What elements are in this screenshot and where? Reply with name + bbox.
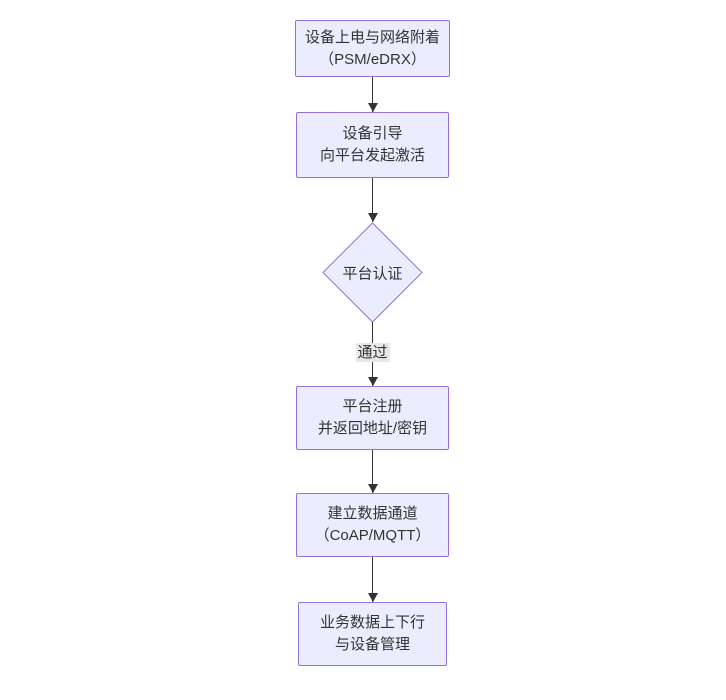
edge-connector	[367, 557, 378, 602]
arrowhead-down-icon	[367, 593, 378, 602]
edge-connector: 通过	[355, 322, 390, 386]
node-text-line: 平台认证	[342, 265, 403, 282]
arrowhead-down-icon	[367, 213, 378, 222]
node-text-line: 建立数据通道	[327, 505, 418, 522]
node-text-line: 设备上电与网络附着	[304, 28, 440, 46]
node-text-line: 设备引导	[342, 125, 403, 142]
node-device-power-attach: 设备上电与网络附着 （PSM/eDRX）	[295, 20, 450, 77]
node-text-line: 向平台发起激活	[319, 147, 425, 164]
node-device-bootstrap: 设备引导 向平台发起激活	[296, 112, 449, 178]
arrowhead-down-icon	[367, 377, 378, 386]
node-data-channel: 建立数据通道 （CoAP/MQTT）	[296, 493, 449, 557]
node-text-line: （CoAP/MQTT）	[314, 527, 431, 544]
edge-connector	[367, 77, 378, 112]
edge-connector	[367, 178, 378, 222]
node-text-line: 业务数据上下行	[319, 614, 425, 631]
node-text-line: （PSM/eDRX）	[319, 50, 426, 68]
arrowhead-down-icon	[367, 484, 378, 493]
node-text-line: 与设备管理	[334, 636, 410, 653]
node-text-line: 平台注册	[342, 398, 403, 415]
edge-connector	[367, 450, 378, 493]
node-platform-register: 平台注册 并返回地址/密钥	[296, 386, 449, 450]
decision-platform-auth: 平台认证	[322, 222, 423, 323]
arrowhead-down-icon	[367, 103, 378, 112]
edge-label-pass: 通过	[355, 343, 390, 362]
node-text-line: 并返回地址/密钥	[317, 420, 428, 437]
node-business-data: 业务数据上下行 与设备管理	[298, 602, 447, 666]
